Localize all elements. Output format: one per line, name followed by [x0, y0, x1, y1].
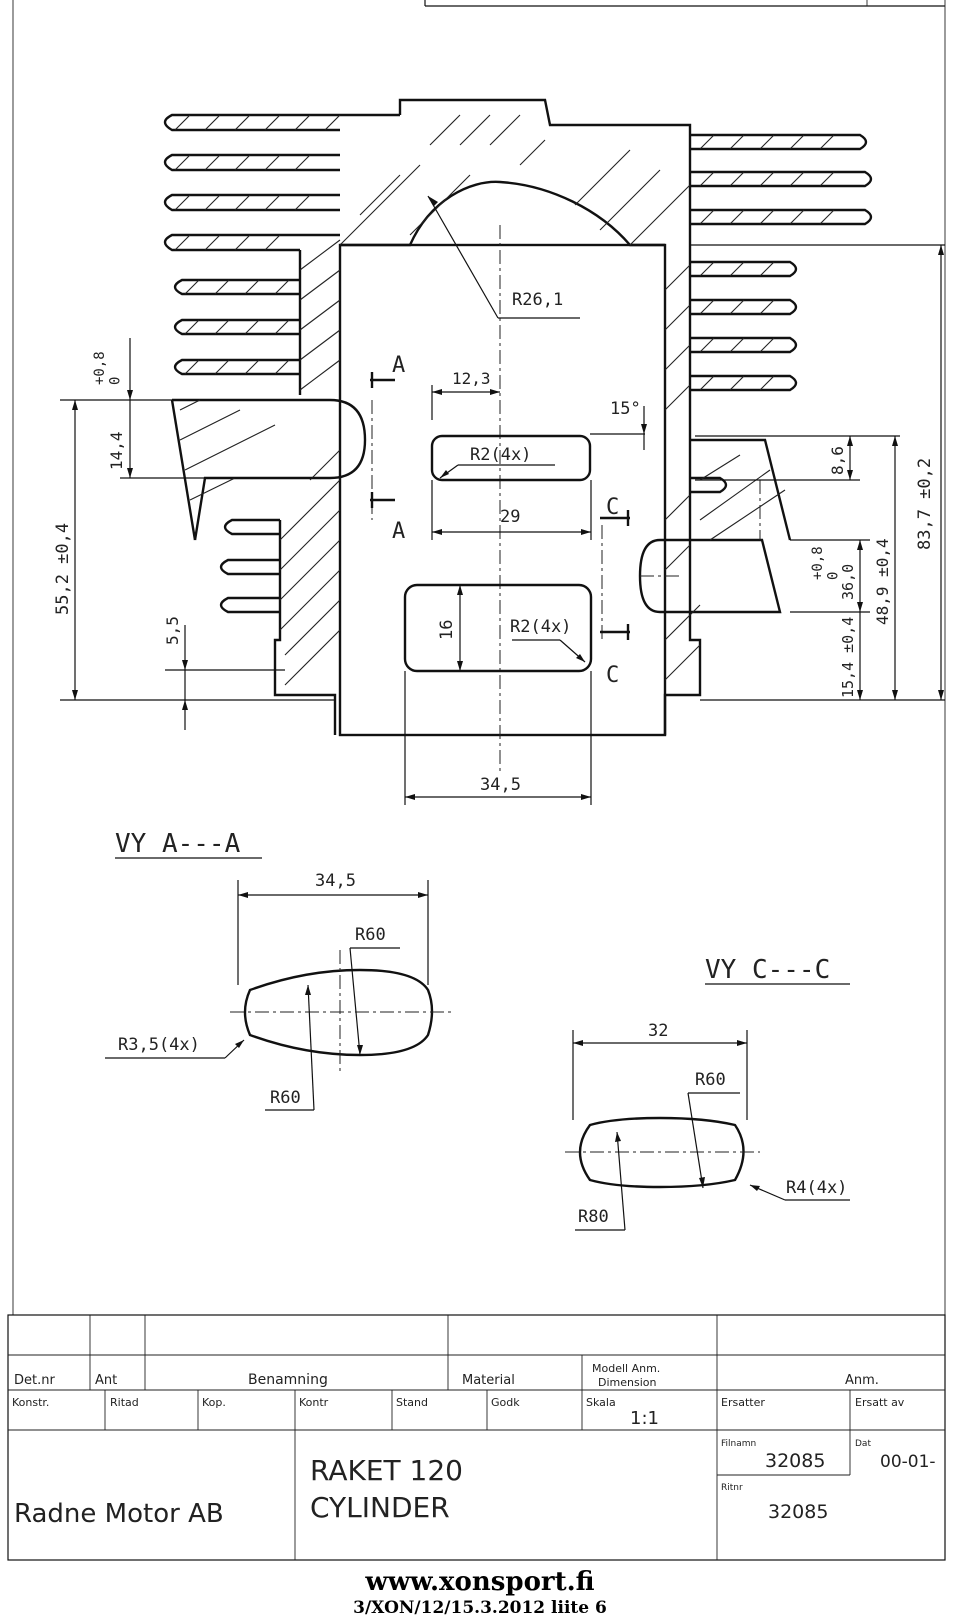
right-cooling-fins [690, 133, 873, 494]
tb-skala-value: 1:1 [630, 1408, 659, 1429]
tb-dimension: Dimension [598, 1376, 656, 1389]
tb-kontr: Kontr [299, 1396, 329, 1409]
tb-company: Radne Motor AB [14, 1499, 224, 1529]
dimension-lines [60, 195, 945, 805]
tb-skala-label: Skala [586, 1396, 616, 1409]
lower-port-outline [403, 583, 593, 673]
tb-kop: Kop. [202, 1396, 226, 1409]
dim-36-0: 36,0 [839, 564, 857, 600]
tb-ersatter: Ersatter [721, 1396, 765, 1409]
tb-det-nr: Det.nr [14, 1373, 55, 1388]
tb-ersatt-av: Ersatt av [855, 1396, 905, 1409]
dim-r26-1: R26,1 [512, 290, 563, 310]
tb-material: Material [462, 1373, 515, 1388]
section-marker-a-bottom: A [392, 519, 405, 544]
view-c-r4: R4(4x) [786, 1178, 847, 1198]
drawing-frame [12, 0, 946, 1560]
tb-anm: Anm. [845, 1373, 879, 1388]
dim-r2-lower: R2(4x) [510, 617, 571, 637]
section-hatching [174, 114, 835, 686]
tb-ritnr-label: Ritnr [721, 1483, 743, 1493]
view-c-r60: R60 [695, 1070, 726, 1090]
footer-reference: 3/XON/12/15.3.2012 liite 6 [353, 1598, 607, 1618]
tb-ant: Ant [95, 1373, 117, 1388]
dim-29: 29 [500, 507, 520, 527]
tb-modell: Modell Anm. [592, 1362, 660, 1375]
dim-tol-left: +0,80 [92, 351, 123, 385]
dim-5-5: 5,5 [163, 616, 182, 645]
tb-ritad: Ritad [110, 1396, 139, 1409]
view-c-c-title: VY C---C [705, 955, 830, 985]
view-a-r3-5: R3,5(4x) [118, 1035, 200, 1055]
view-a-width: 34,5 [315, 871, 356, 891]
section-marker-a-top: A [392, 353, 405, 378]
upper-port-outline [430, 434, 592, 482]
tb-konstr: Konstr. [12, 1396, 49, 1409]
tb-filnamn-label: Filnamn [721, 1439, 756, 1449]
left-cooling-fins [163, 113, 400, 614]
dim-15-4: 15,4 ±0,4 [839, 617, 857, 698]
view-a-r60-bottom: R60 [270, 1088, 301, 1108]
view-a-r60-top: R60 [355, 925, 386, 945]
view-a-a: VY A---A 34,5 R60 R3,5(4x) R60 [105, 829, 455, 1111]
dim-12-3: 12,3 [452, 369, 491, 388]
tb-benamning: Benamning [248, 1372, 328, 1388]
tb-filnamn-value: 32085 [765, 1450, 825, 1472]
dim-r2-upper: R2(4x) [470, 445, 531, 465]
cylinder-section-view [163, 98, 873, 775]
dim-8-6: 8,6 [828, 446, 847, 475]
tb-godk: Godk [491, 1396, 520, 1409]
view-a-a-title: VY A---A [115, 829, 241, 859]
tb-datum-label: Dat [855, 1439, 871, 1449]
dim-15-deg: 15° [610, 399, 641, 419]
dim-83-7: 83,7 ±0,2 [915, 458, 935, 550]
dim-34-5-bottom: 34,5 [480, 775, 521, 795]
tb-ritnr-value: 32085 [768, 1501, 828, 1523]
dim-55-2: 55,2 ±0,4 [53, 523, 73, 615]
section-marker-c-bottom: C [606, 663, 619, 688]
section-marker-c-top: C [606, 495, 619, 520]
tb-title-line1: RAKET 120 [310, 1454, 463, 1487]
dimension-labels: R26,1 12,3 15° R2(4x) 29 R2(4x) 34,5 16 … [53, 290, 935, 795]
tb-datum-value: 00-01- [880, 1452, 936, 1472]
view-c-c: VY C---C 32 R60 R4(4x) R80 [565, 955, 850, 1231]
title-block: Det.nr Ant Benamning Material Modell Anm… [7, 1314, 946, 1561]
view-c-r80: R80 [578, 1207, 609, 1227]
dim-16: 16 [437, 620, 457, 640]
tb-title-line2: CYLINDER [310, 1491, 450, 1524]
footer-website: www.xonsport.fi [365, 1567, 595, 1597]
tb-stand: Stand [396, 1396, 428, 1409]
dim-14-4: 14,4 [107, 431, 126, 470]
dim-48-9: 48,9 ±0,4 [873, 538, 892, 625]
dim-tol-right: +0,80 [810, 546, 841, 580]
view-c-width: 32 [648, 1021, 668, 1041]
